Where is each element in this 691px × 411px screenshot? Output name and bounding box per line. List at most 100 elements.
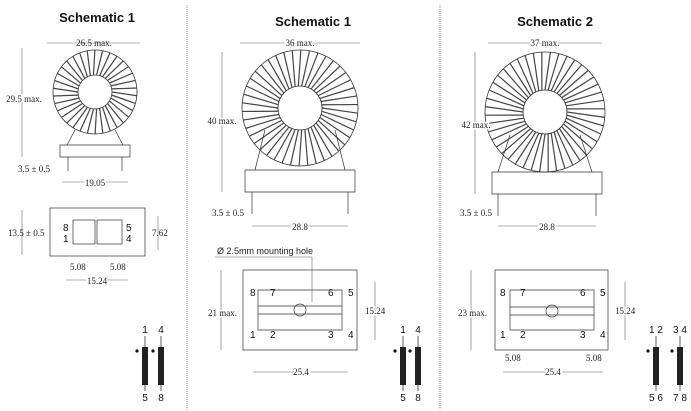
winding-turn — [72, 106, 88, 129]
toroid-inner-hole — [77, 74, 113, 110]
panel-title: Schematic 1 — [59, 10, 135, 25]
coil-pin-label: 5 — [142, 393, 148, 404]
winding-turn — [298, 129, 303, 167]
toroid-base — [491, 134, 603, 195]
winding-turn — [57, 100, 81, 112]
polarity-dot — [151, 349, 155, 353]
panel-schematic-1-small: Schematic 1 26.5 max. 29.5 max. 3.5 ± 0.… — [5, 10, 168, 404]
winding-turn — [259, 124, 287, 151]
winding-turn — [79, 108, 91, 132]
winding-turn — [273, 128, 293, 161]
winding-turn — [315, 122, 340, 152]
winding-turn — [304, 129, 309, 166]
winding-turn — [524, 55, 537, 93]
winding-turn — [564, 91, 602, 104]
pin-length-dimension: 3.5 ± 0.5 — [18, 164, 50, 174]
height-dimension: 29.5 max. — [6, 94, 42, 104]
pin-label: 5 — [348, 288, 354, 299]
coil-symbol — [408, 336, 421, 391]
bottom-view-body — [49, 207, 146, 257]
winding-turn — [556, 130, 574, 166]
pin-label: 8 — [250, 288, 256, 299]
toroid-base — [59, 129, 131, 158]
base-span-dimension: 25.4 — [545, 367, 561, 377]
window — [96, 219, 123, 245]
coil-pin-label: 8 — [415, 393, 421, 404]
winding-turn — [109, 100, 129, 118]
lead-pins — [251, 192, 349, 214]
winding-turn — [301, 50, 311, 87]
winding-turn — [553, 131, 566, 169]
pin-label: 4 — [348, 330, 354, 341]
toroid-base — [244, 129, 356, 193]
coil-pin-label: 7 8 — [673, 393, 687, 404]
winding-turn — [319, 117, 351, 139]
pin-label: 7 — [520, 288, 526, 299]
winding-turn — [550, 55, 568, 92]
polarity-dot — [408, 349, 412, 353]
winding-turn — [266, 126, 290, 156]
coil-symbol — [646, 336, 659, 391]
winding-turn — [307, 55, 327, 88]
winding-turn — [495, 125, 529, 148]
coil-pin-label: 5 — [400, 393, 406, 404]
winding-turn — [104, 60, 124, 79]
winding-turn — [319, 87, 355, 100]
winding-turn — [66, 105, 86, 124]
bottom-view-body — [242, 269, 358, 351]
toroid-inner-hole — [522, 89, 568, 135]
winding-turn — [486, 117, 524, 125]
winding-turn — [86, 50, 91, 76]
winding-turn — [253, 122, 285, 144]
coil-winding — [653, 347, 659, 385]
coil-pin-label: 4 — [158, 325, 164, 336]
winding-turn — [86, 108, 95, 134]
pin-label: 2 — [520, 330, 526, 341]
coil-pin-label: 5 6 — [649, 393, 663, 404]
winding-turn — [516, 58, 534, 94]
winding-turn — [321, 107, 358, 114]
bottom-view-body — [494, 269, 609, 351]
pin-label: 4 — [126, 234, 132, 245]
winding-turn — [61, 102, 83, 118]
winding-turn — [289, 129, 299, 166]
winding-turn — [550, 133, 558, 171]
coil-pin-label: 1 2 — [649, 325, 663, 336]
winding-turn — [558, 128, 581, 162]
polarity-dot — [393, 349, 397, 353]
pitch-left-dimension: 5.08 — [505, 353, 521, 363]
core-outline — [257, 289, 343, 331]
mounting-hole — [545, 304, 559, 318]
winding-turn — [566, 114, 604, 127]
winding-turn — [249, 77, 281, 99]
core-outline — [509, 289, 595, 331]
winding-turn — [488, 89, 525, 107]
width-dimension: 26.5 max. — [76, 38, 112, 48]
winding-turn — [514, 131, 537, 165]
winding-turn — [561, 76, 595, 99]
winding-turn — [547, 53, 560, 91]
mounting-hole — [293, 303, 307, 317]
winding-turn — [94, 108, 98, 135]
winding-turn — [53, 94, 79, 97]
pin-label: 4 — [600, 330, 606, 341]
row-pitch-dimension: 15.24 — [615, 306, 636, 316]
coil-symbol — [393, 336, 406, 391]
pin-span-dimension: 28.8 — [292, 222, 308, 232]
winding-turn — [502, 68, 529, 98]
winding-turn — [110, 97, 133, 112]
winding-turn — [275, 55, 290, 90]
winding-turn — [492, 81, 526, 104]
pin-label: 6 — [328, 288, 334, 299]
winding-turn — [242, 102, 279, 109]
bottom-height-dimension: 21 max. — [208, 308, 237, 318]
toroid-front-view — [484, 51, 606, 173]
winding-turn — [488, 120, 526, 133]
winding-turn — [532, 53, 540, 91]
coil-pin-label: 1 — [400, 325, 406, 336]
coil-pin-label: 8 — [158, 393, 164, 404]
toroid-front-view — [241, 49, 359, 167]
winding-turn — [553, 59, 576, 93]
winding-turn — [99, 52, 111, 76]
winding-turn — [561, 126, 588, 156]
